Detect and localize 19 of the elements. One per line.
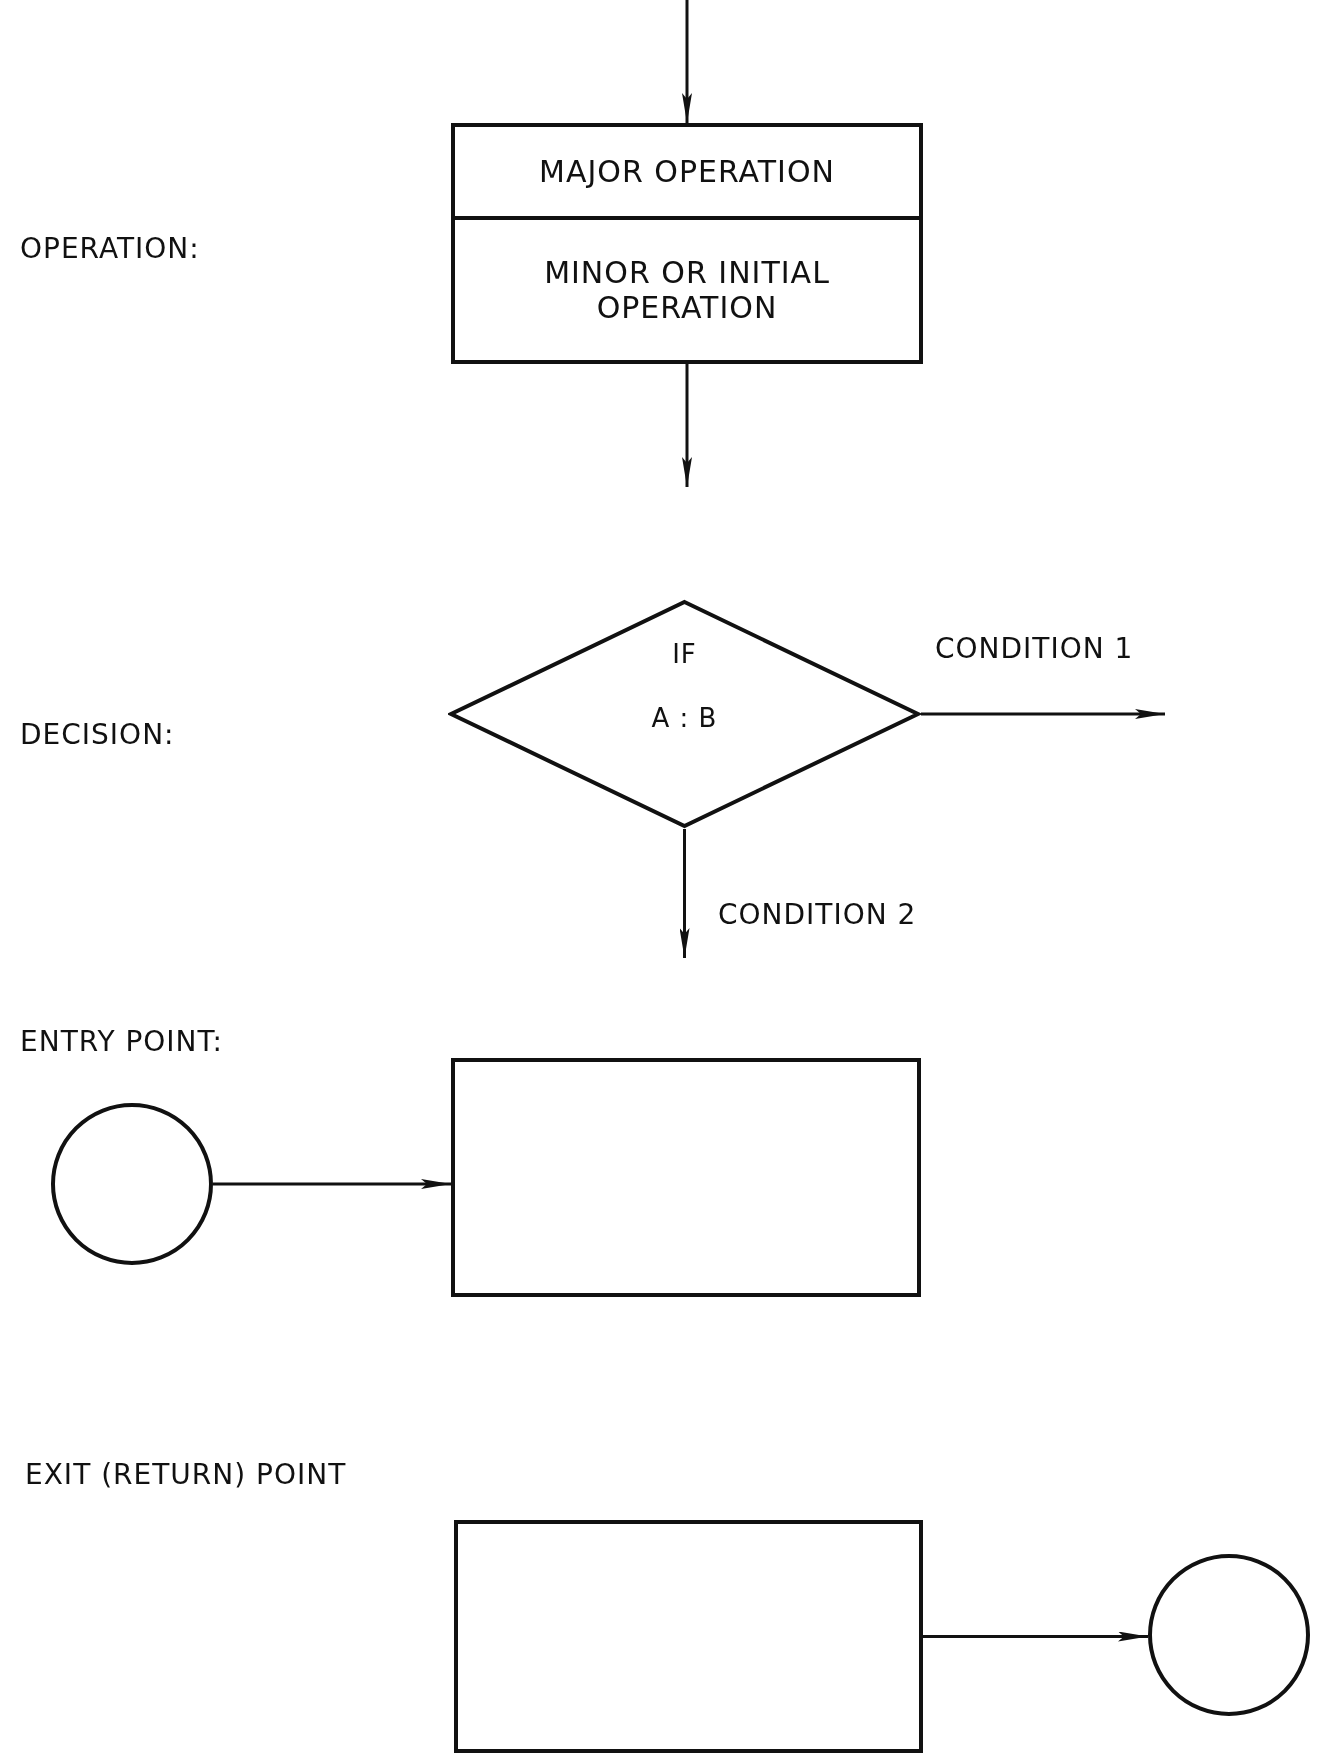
decision-text: A : B — [651, 703, 718, 733]
process-box — [451, 123, 923, 364]
box-header: MAJOR OPERATION — [455, 127, 919, 220]
edge-label: CONDITION 1 — [935, 632, 1134, 665]
edge-label: CONDITION 2 — [718, 898, 917, 931]
arrow — [923, 1631, 1148, 1642]
arrow — [921, 709, 1165, 719]
decision-diamond — [448, 599, 921, 829]
arrow — [682, 364, 692, 487]
symbol-caption: EXIT (RETURN) POINT — [25, 1458, 347, 1491]
symbol-caption: DECISION: — [20, 718, 175, 751]
process-box — [454, 1520, 923, 1753]
decision-text: IF — [672, 639, 697, 669]
arrow — [682, 0, 692, 123]
process-box — [451, 1058, 921, 1297]
symbol-caption: ENTRY POINT: — [20, 1025, 223, 1058]
box-body: MINOR OR INITIAL OPERATION — [543, 254, 831, 327]
symbol-caption: OPERATION: — [20, 232, 200, 265]
arrow — [679, 829, 690, 958]
